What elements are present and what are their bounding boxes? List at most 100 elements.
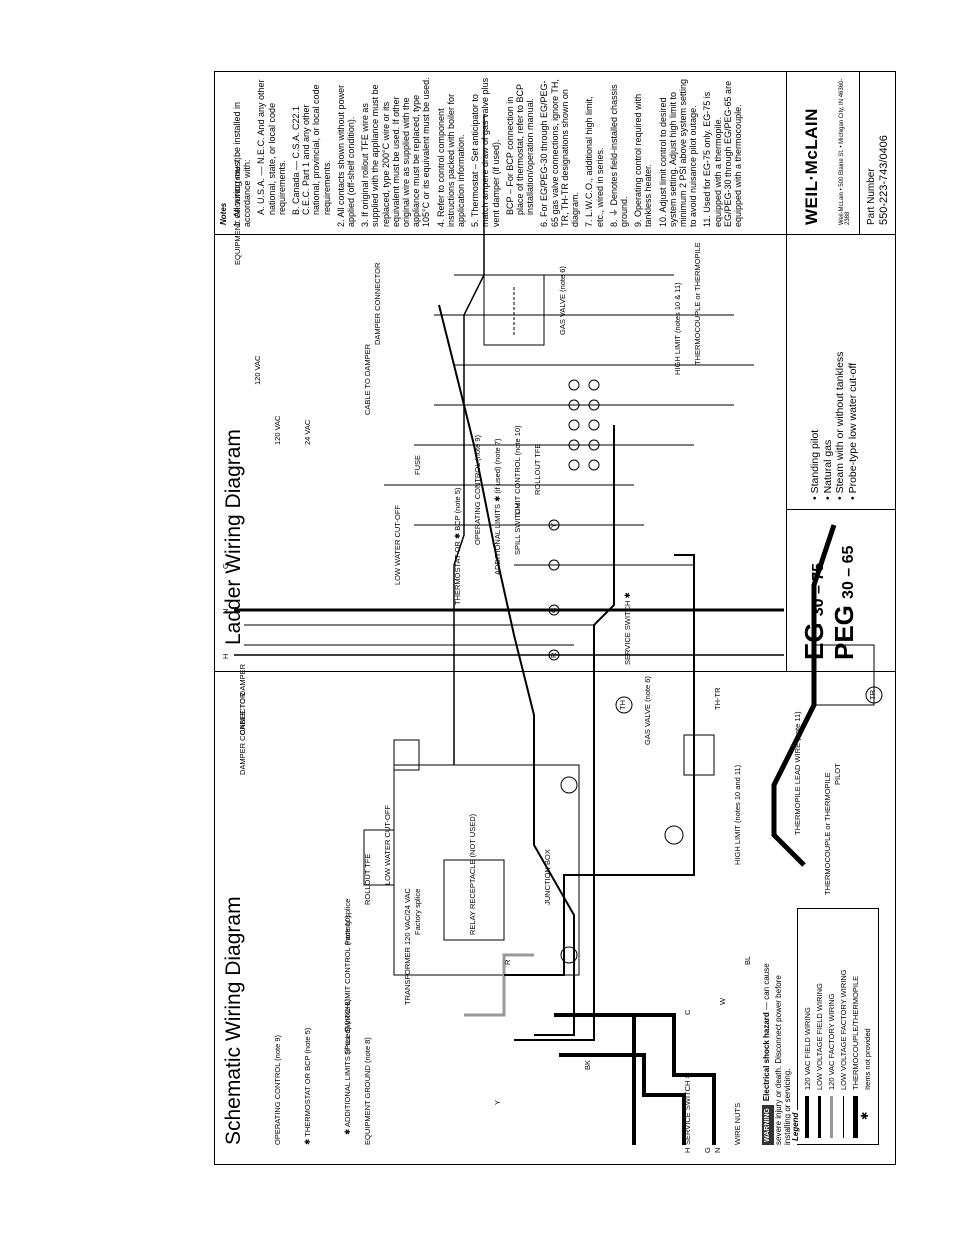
wire-code-y: Y — [493, 1099, 502, 1105]
legend-title: Legend — [791, 1109, 800, 1144]
sch-equipment-ground: EQUIPMENT GROUND (note 8) — [363, 1037, 372, 1145]
damper-term-4 — [568, 399, 580, 411]
legend-item-1: 120 VAC FIELD WIRING — [803, 1007, 812, 1090]
brand-address: Weil-McLain • 500 Blaine St. • Michigan … — [839, 78, 851, 225]
sch-relay-receptacle: RELAY RECEPTACLE (NOT USED) — [468, 813, 477, 935]
feature-list: • Standing pilot • Natural gas • Steam w… — [809, 352, 859, 500]
wire-thermopile — [771, 524, 837, 867]
legend-item-2: LOW VOLTAGE FIELD WIRING — [815, 983, 824, 1090]
damper-term-6 — [588, 459, 600, 471]
lad-thermocouple: THERMOCOUPLE or THERMOPILE — [693, 242, 702, 365]
sch-damper-connector: DAMPER CONNECTOR — [238, 692, 247, 775]
wire-code-g: G — [703, 1147, 712, 1153]
model-peg-label: PEG — [829, 605, 859, 660]
terminal-c — [548, 604, 560, 616]
lad-spill-switch: SPILL SWITCH — [513, 503, 522, 555]
ladder-gas-valve — [483, 274, 545, 346]
legend-item-4: LOW VOLTAGE FACTORY WIRING — [839, 969, 848, 1090]
lad-gas-valve: GAS VALVE (note 6) — [558, 266, 567, 335]
damper-term-1 — [568, 459, 580, 471]
legend-item-5: THERMOCOUPLE/THERMOPILE — [851, 975, 860, 1090]
note-7: 7. L.W.C.O., additional high limit, etc.… — [584, 96, 605, 227]
note-1: 1. All wiring must be installed in accor… — [232, 101, 253, 227]
warning-badge: WARNING — [762, 1105, 774, 1145]
model-eg-range: 30 – 75 — [810, 562, 827, 617]
sch-thermostat-bcp: ✱ THERMOSTAT OR BCP (note 5) — [303, 1027, 312, 1145]
terminal-g — [548, 559, 560, 571]
wiring-sheet: Schematic Wiring Diagram — [214, 71, 896, 1165]
sch-tr: TR — [868, 690, 877, 700]
lad-high-limit: HIGH LIMIT (notes 10 & 11) — [673, 282, 682, 375]
wire-h — [559, 1053, 686, 1145]
damper-term-7 — [588, 439, 600, 451]
sch-gas-valve: GAS VALVE (note 6) — [643, 676, 652, 745]
wire-code-r: R — [503, 959, 512, 965]
part-number: 550-223-743/0406 — [878, 135, 890, 225]
wire-bk-main — [438, 304, 575, 1036]
electrical-warning: WARNINGElectrical shock hazard — can cau… — [762, 955, 793, 1145]
sch-thermopile-lead: THERMOPILE LEAD WIRE (note 11) — [793, 711, 802, 835]
note-11: 11. Used for EG-75 only. EG-75 is equipp… — [702, 80, 743, 227]
lad-rollout: ROLLOUT TFE — [533, 443, 542, 495]
wire-w — [464, 953, 534, 1017]
part-divider — [859, 71, 860, 235]
lad-service-switch: SERVICE SWITCH ✱ — [623, 592, 632, 665]
feature-4: • Probe-type low water cut-off — [846, 362, 859, 500]
notes-title: Notes — [219, 202, 228, 225]
lad-operating-control: OPERATING CONTROL (note 9) — [473, 434, 482, 545]
sch-thermocouple: THERMOCOUPLE or THERMOPILE — [823, 772, 832, 895]
feature-1: • Standing pilot — [809, 429, 821, 500]
wire-g-main — [514, 425, 615, 1041]
footer-divider — [786, 509, 896, 510]
relay-receptacle-box — [443, 859, 505, 941]
warning-bold: Electrical shock hazard — [762, 1012, 771, 1102]
transformer-shape — [393, 739, 420, 771]
note-2: 2. All contacts shown without power appl… — [335, 84, 357, 227]
feature-2: • Natural gas — [821, 439, 834, 500]
sch-factory-splice-2: Factory splice — [413, 888, 422, 935]
lad-damper-connector: DAMPER CONNECTOR — [373, 262, 382, 345]
wire-code-c: C — [683, 1009, 692, 1015]
note-5-bcp: BCP – For BCP connection in place of the… — [504, 84, 536, 215]
note-1b: B. Canada — C.S.A. C22.1 C.E.C. Part 1 a… — [291, 84, 332, 215]
sch-low-water-cutoff: LOW WATER CUT-OFF — [383, 805, 392, 885]
damper-term-9 — [588, 399, 600, 411]
damper-term-10 — [588, 379, 600, 391]
junction-box-screw — [560, 946, 578, 964]
sch-high-limit: HIGH LIMIT (notes 10 and 11) — [733, 764, 742, 865]
footer-divider-2 — [786, 234, 896, 235]
sch-factory-splice: Factory splice — [343, 898, 352, 945]
wire-g — [594, 1013, 636, 1145]
damper-term-5 — [568, 379, 580, 391]
note-5: 5. Thermostat – Set anticipator to match… — [470, 77, 501, 227]
note-3: 3. If original rollout TFE wire as suppl… — [360, 77, 432, 227]
brand-logo: WEIL·McLAIN — [802, 108, 821, 225]
damper-term-2 — [568, 439, 580, 451]
gas-valve-shape — [813, 644, 875, 706]
lad-terminal-r: R — [549, 652, 558, 658]
model-peg-range: 30 – 65 — [840, 545, 857, 599]
sch-th: TH — [618, 700, 627, 710]
rollout-shape — [664, 825, 684, 845]
model-eg: EG 30 – 75 — [799, 563, 830, 660]
lad-terminal-h: H — [221, 653, 230, 659]
note-10: 10. Adjust limit control to desired syst… — [657, 78, 699, 227]
lad-low-water: LOW WATER CUT-OFF — [393, 505, 402, 585]
lad-additional-limits: ADDITIONAL LIMITS ✱ (if used) (note 7) — [493, 438, 502, 575]
junction-box-screw-2 — [560, 776, 578, 794]
low-water-shape — [363, 829, 395, 886]
note-4: 4. Refer to control component instructio… — [435, 93, 467, 227]
legend-box: Legend 120 VAC FIELD WIRING LOW VOLTAGE … — [791, 908, 879, 1145]
legend-item-6: Items not provided — [863, 1028, 872, 1090]
wire-code-bk: BK — [583, 1059, 592, 1070]
lad-fuse: FUSE — [413, 454, 422, 475]
model-peg: PEG 30 – 65 — [829, 546, 860, 660]
lad-terminal-n: N — [221, 608, 230, 614]
wire-code-w: W — [718, 997, 727, 1005]
sch-operating-control: OPERATING CONTROL (note 9) — [273, 1034, 282, 1145]
wire-code-bl: BL — [743, 955, 752, 965]
lad-120vac: 120 VAC — [253, 355, 262, 385]
lad-120vac-b: 120 VAC — [273, 415, 282, 445]
damper-term-8 — [588, 419, 600, 431]
sch-transformer: TRANSFORMER 120 VAC/24 VAC — [403, 888, 412, 1005]
